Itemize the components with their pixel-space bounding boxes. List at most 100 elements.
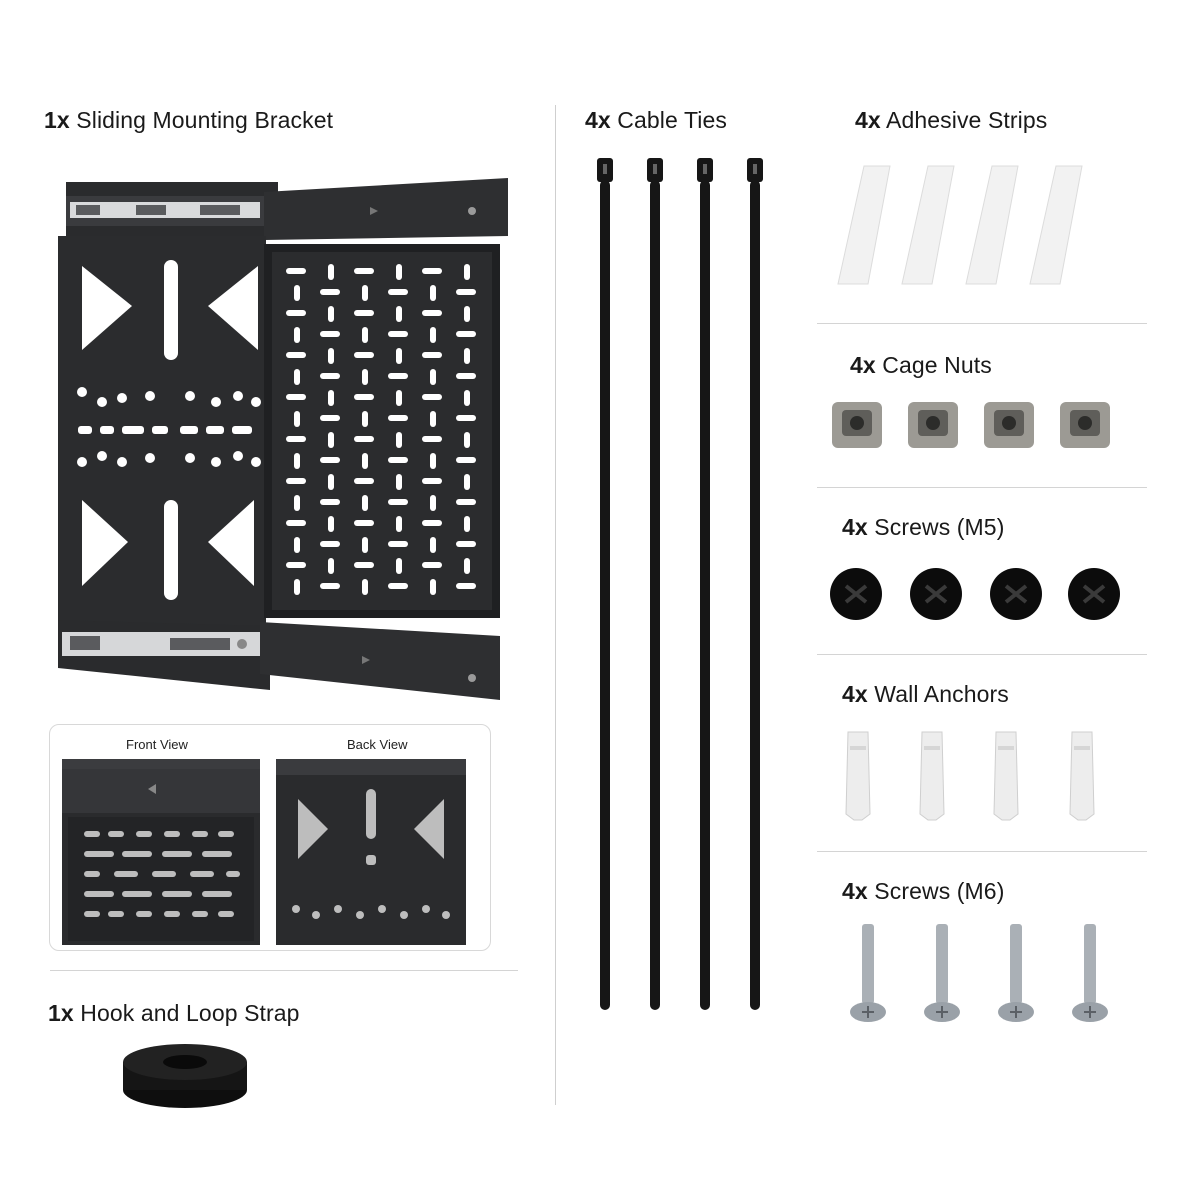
cage-nut xyxy=(908,402,958,448)
perforation-slot xyxy=(320,499,340,505)
perforation-slot xyxy=(456,541,476,547)
divider-anchors xyxy=(817,851,1147,852)
label-ties: 4x Cable Ties xyxy=(585,107,727,134)
perforation-slot xyxy=(422,310,442,316)
perforation-slot xyxy=(464,432,470,448)
perforation-slot xyxy=(286,436,306,442)
back-view-title: Back View xyxy=(347,737,408,752)
wall-anchors-image xyxy=(845,731,1095,821)
adhesive-strip xyxy=(1029,165,1083,285)
label-screws-m5: 4x Screws (M5) xyxy=(842,514,1004,541)
label-bracket: 1x Sliding Mounting Bracket xyxy=(44,107,333,134)
perforation-slot xyxy=(294,369,300,385)
perforation-slot xyxy=(456,583,476,589)
screws-m5-image xyxy=(830,568,1120,620)
perforation-slot xyxy=(422,478,442,484)
cage-nut xyxy=(1060,402,1110,448)
perforation-slot xyxy=(354,352,374,358)
qty-screws-m5: 4x xyxy=(842,514,868,540)
perforation-slot xyxy=(388,499,408,505)
qty-strap: 1x xyxy=(48,1000,74,1026)
perforation-slot xyxy=(456,499,476,505)
perforation-slot xyxy=(388,583,408,589)
perforation-slot xyxy=(396,516,402,532)
perforation-slot xyxy=(354,436,374,442)
front-view-image xyxy=(62,759,260,945)
name-bracket: Sliding Mounting Bracket xyxy=(76,107,334,133)
hook-loop-strap-image xyxy=(123,1044,247,1108)
perforation-slot xyxy=(430,369,436,385)
perforation-slot xyxy=(328,432,334,448)
perforation-slot xyxy=(388,415,408,421)
perforation-slot xyxy=(294,537,300,553)
screw-m5 xyxy=(990,568,1042,620)
adhesive-strip xyxy=(901,165,955,285)
perforation-slot xyxy=(294,327,300,343)
perforation-slot xyxy=(456,331,476,337)
perforation-slot xyxy=(294,579,300,595)
perforation-slot xyxy=(388,457,408,463)
label-anchors: 4x Wall Anchors xyxy=(842,681,1009,708)
name-screws-m5: Screws (M5) xyxy=(874,514,1005,540)
name-cagenuts: Cage Nuts xyxy=(882,352,992,378)
cable-tie xyxy=(697,158,713,1010)
name-ties: Cable Ties xyxy=(617,107,727,133)
perforation-slot xyxy=(456,415,476,421)
perforation-slot xyxy=(286,562,306,568)
screw-m6 xyxy=(850,924,886,1022)
qty-screws-m6: 4x xyxy=(842,878,868,904)
perforation-slot xyxy=(430,495,436,511)
perforation-slot xyxy=(456,457,476,463)
perforation-slot xyxy=(286,520,306,526)
perforation-slot xyxy=(362,327,368,343)
perforation-slot xyxy=(320,415,340,421)
wall-anchor xyxy=(1069,731,1095,821)
perforation-slot xyxy=(396,264,402,280)
cable-tie xyxy=(597,158,613,1010)
perforation-slot xyxy=(422,562,442,568)
perforation-slot xyxy=(388,331,408,337)
perforation-slot xyxy=(320,457,340,463)
cable-tie xyxy=(747,158,763,1010)
perforation-slot xyxy=(422,352,442,358)
perforation-slot xyxy=(422,520,442,526)
perforation-slot xyxy=(328,306,334,322)
perforation-slot xyxy=(464,390,470,406)
name-screws-m6: Screws (M6) xyxy=(874,878,1005,904)
perforation-slot xyxy=(430,327,436,343)
cage-nut xyxy=(832,402,882,448)
perforation-slot xyxy=(396,558,402,574)
name-anchors: Wall Anchors xyxy=(874,681,1009,707)
perforation-slot xyxy=(388,289,408,295)
perforation-slot xyxy=(328,516,334,532)
views-card: Front View Back View xyxy=(49,724,491,951)
label-screws-m6: 4x Screws (M6) xyxy=(842,878,1004,905)
wall-anchor xyxy=(993,731,1019,821)
perforation-slot xyxy=(354,268,374,274)
perforation-slot xyxy=(396,390,402,406)
back-view-image xyxy=(276,759,466,945)
divider-cagenuts xyxy=(817,487,1147,488)
qty-anchors: 4x xyxy=(842,681,868,707)
perforation-slot xyxy=(286,478,306,484)
perforation-slot xyxy=(430,411,436,427)
wall-anchor xyxy=(919,731,945,821)
divider-strips xyxy=(817,323,1147,324)
perforation-slot xyxy=(328,558,334,574)
cable-tie xyxy=(647,158,663,1010)
screw-m5 xyxy=(1068,568,1120,620)
column-divider-left xyxy=(555,105,556,1105)
perforation-slot xyxy=(422,436,442,442)
perforation-slot xyxy=(362,579,368,595)
divider-bracket-strap xyxy=(50,970,518,971)
perforation-slot xyxy=(396,474,402,490)
perforation-slot xyxy=(422,394,442,400)
front-view-title: Front View xyxy=(126,737,188,752)
name-strap: Hook and Loop Strap xyxy=(80,1000,300,1026)
perforation-slot xyxy=(354,562,374,568)
qty-cagenuts: 4x xyxy=(850,352,876,378)
perforation-slot xyxy=(430,537,436,553)
perforation-slot xyxy=(464,348,470,364)
sliding-bracket-image xyxy=(58,178,508,700)
perforation-slot xyxy=(430,285,436,301)
